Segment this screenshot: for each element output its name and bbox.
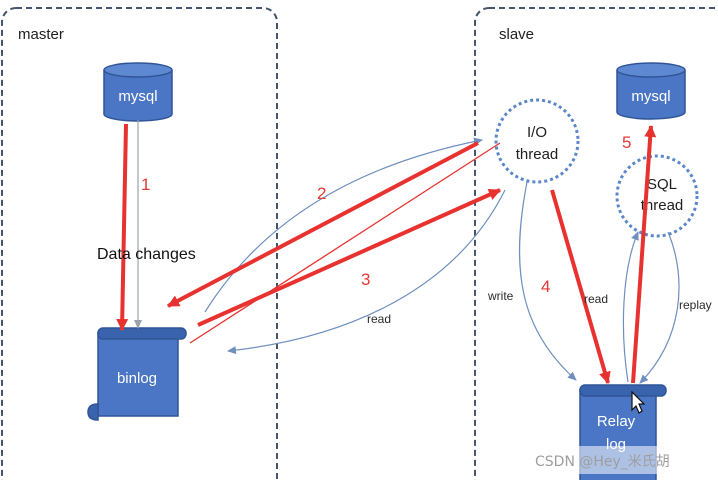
master-mysql-database-icon <box>103 62 173 122</box>
watermark-backdrop <box>530 446 714 474</box>
sql-thread-node <box>615 154 699 238</box>
slave-zone-title: slave <box>499 26 534 43</box>
step-1-arrow <box>116 123 129 331</box>
binlog-label: binlog <box>117 370 157 387</box>
relay-log-label-line1: Relay <box>597 413 636 430</box>
slave-mysql-label: mysql <box>631 88 670 105</box>
replay-curve <box>639 231 680 384</box>
read-relay-label: read <box>584 292 608 306</box>
replay-label: replay <box>679 298 712 312</box>
io-thread-node <box>494 98 580 184</box>
step-3-arrow <box>197 188 501 327</box>
slave-zone <box>474 7 718 480</box>
sql-thread-label-line2: thread <box>641 197 684 214</box>
master-zone-title: master <box>18 26 64 43</box>
master-mysql-label: mysql <box>118 88 157 105</box>
master-zone <box>1 7 278 480</box>
relay-to-sql-curve <box>622 231 639 383</box>
slave-mysql-database-icon <box>616 62 686 120</box>
step-5-number: 5 <box>622 133 631 152</box>
step-1-number: 1 <box>141 175 150 194</box>
csdn-watermark: CSDN @Hey_米氏胡 <box>535 454 670 470</box>
request-pointer-line <box>189 142 501 344</box>
mouse-cursor-icon <box>631 390 646 414</box>
step-4-arrow <box>550 189 611 384</box>
sql-thread-label-line1: SQL <box>647 176 677 193</box>
step-2-arrow <box>167 141 479 308</box>
io-thread-label-line1: I/O <box>527 124 547 141</box>
write-relay-curve <box>518 181 577 381</box>
read-binlog-curve <box>227 189 506 355</box>
step-3-number: 3 <box>361 270 370 289</box>
step-2-number: 2 <box>317 184 326 203</box>
write-relay-label: write <box>487 289 514 303</box>
read-binlog-label: read <box>367 312 391 326</box>
step-5-arrow <box>631 125 657 384</box>
io-thread-request-curve <box>204 137 483 313</box>
io-thread-label-line2: thread <box>516 146 559 163</box>
step-4-number: 4 <box>541 277 550 296</box>
data-changes-label: Data changes <box>97 246 196 263</box>
